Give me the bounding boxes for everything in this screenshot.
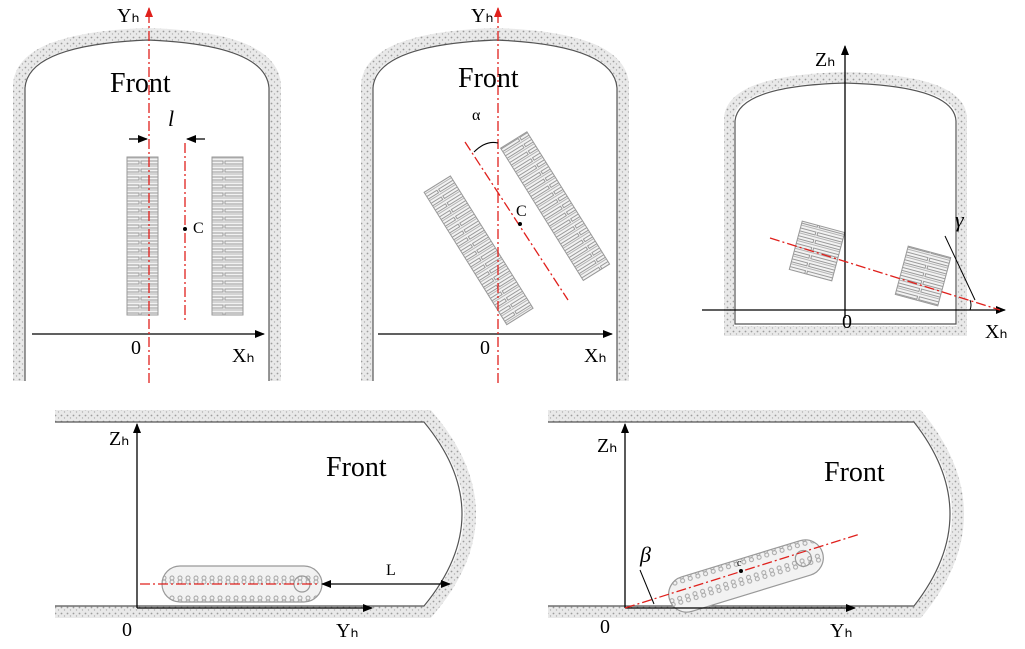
center-label: C [516, 203, 527, 220]
center-point [518, 222, 522, 226]
y-axis-label: Yₕ [117, 5, 140, 27]
incline-line [769, 237, 1001, 311]
tunnel-roof [548, 410, 965, 618]
z-axis-label: Zₕ [815, 49, 835, 71]
origin-label: 0 [122, 619, 132, 641]
front-label: Front [326, 452, 387, 483]
x-axis-label: Xₕ [232, 345, 255, 367]
track-right [499, 131, 611, 282]
origin-label: 0 [480, 337, 490, 359]
center-line [464, 141, 569, 301]
origin-label: 0 [600, 616, 610, 638]
track-left [423, 175, 534, 326]
origin-label: 0 [131, 337, 141, 359]
origin-label: 0 [842, 311, 852, 333]
center-point [739, 569, 743, 573]
center-label: c [737, 558, 742, 569]
tunnel-roof [55, 410, 477, 618]
angle-arc [969, 299, 972, 311]
panel-bottom-left: Front Zₕ Yₕ 0 L [55, 410, 477, 642]
angle-label: β [639, 542, 651, 567]
incline-line [624, 533, 861, 609]
crawler-side-view [668, 539, 824, 613]
angle-label: γ [955, 207, 965, 232]
front-label: Front [110, 68, 171, 99]
tunnel-wall [13, 27, 281, 381]
track-left [126, 156, 159, 316]
center-point [183, 227, 187, 231]
angle-arc [473, 141, 499, 153]
front-label: Front [824, 457, 885, 488]
center-label: C [193, 220, 204, 237]
track-left [788, 220, 846, 282]
panel-top-left: Front Yₕ Xₕ 0 l C [13, 5, 281, 383]
panel-bottom-right: Front Zₕ Yₕ 0 β c [548, 410, 965, 642]
angle-pointer [944, 235, 976, 301]
z-axis-label: Zₕ [109, 428, 129, 450]
x-axis-label: Xₕ [584, 345, 607, 367]
distance-label: L [386, 562, 396, 579]
gap-label: l [168, 106, 174, 131]
y-axis-label: Yₕ [830, 620, 853, 642]
y-axis-label: Yₕ [336, 620, 359, 642]
z-axis-label: Zₕ [597, 435, 617, 457]
tunnel-wall [361, 27, 629, 381]
x-axis-label: Xₕ [985, 321, 1008, 343]
track-right [894, 245, 952, 307]
panel-top-middle: Front Yₕ Xₕ 0 α C [361, 5, 629, 383]
angle-label: α [472, 107, 481, 124]
panel-top-right: Zₕ Xₕ 0 γ [702, 45, 1008, 343]
angle-pointer [639, 569, 655, 605]
track-right [211, 156, 244, 316]
front-label: Front [458, 63, 519, 94]
y-axis-label: Yₕ [471, 5, 494, 27]
